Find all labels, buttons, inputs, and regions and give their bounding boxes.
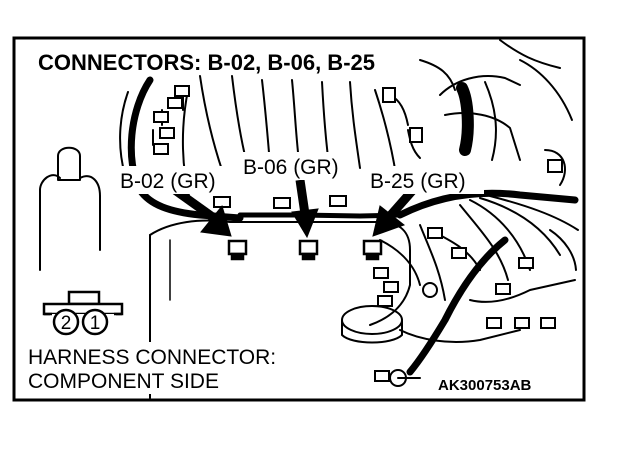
callout-b06-background — [240, 152, 356, 180]
figure-code: AK300753AB — [438, 377, 532, 394]
callout-b25: B-25 (GR) — [370, 170, 466, 193]
pin-1-label: 1 — [90, 313, 101, 334]
callout-b06: B-06 (GR) — [243, 156, 339, 179]
arrow-b06 — [291, 179, 319, 239]
harness-connector-symbol — [42, 290, 124, 336]
diagram-title: CONNECTORS: B-02, B-06, B-25 — [38, 50, 375, 75]
caption-line-1: HARNESS CONNECTOR: — [28, 346, 276, 369]
callout-b25-background — [366, 166, 484, 194]
pin-2-label: 2 — [61, 313, 72, 334]
title-background — [34, 47, 412, 75]
target-connectors — [227, 239, 383, 261]
connector-b25 — [362, 239, 383, 261]
connector-b06 — [298, 239, 319, 261]
caption-background — [24, 342, 324, 394]
caption-line-2: COMPONENT SIDE — [28, 370, 219, 393]
callout-b02: B-02 (GR) — [120, 170, 216, 193]
background-connectors — [153, 85, 563, 382]
callout-b02-background — [116, 166, 238, 194]
connector-b02 — [227, 239, 248, 261]
figure-code-background — [432, 372, 564, 394]
